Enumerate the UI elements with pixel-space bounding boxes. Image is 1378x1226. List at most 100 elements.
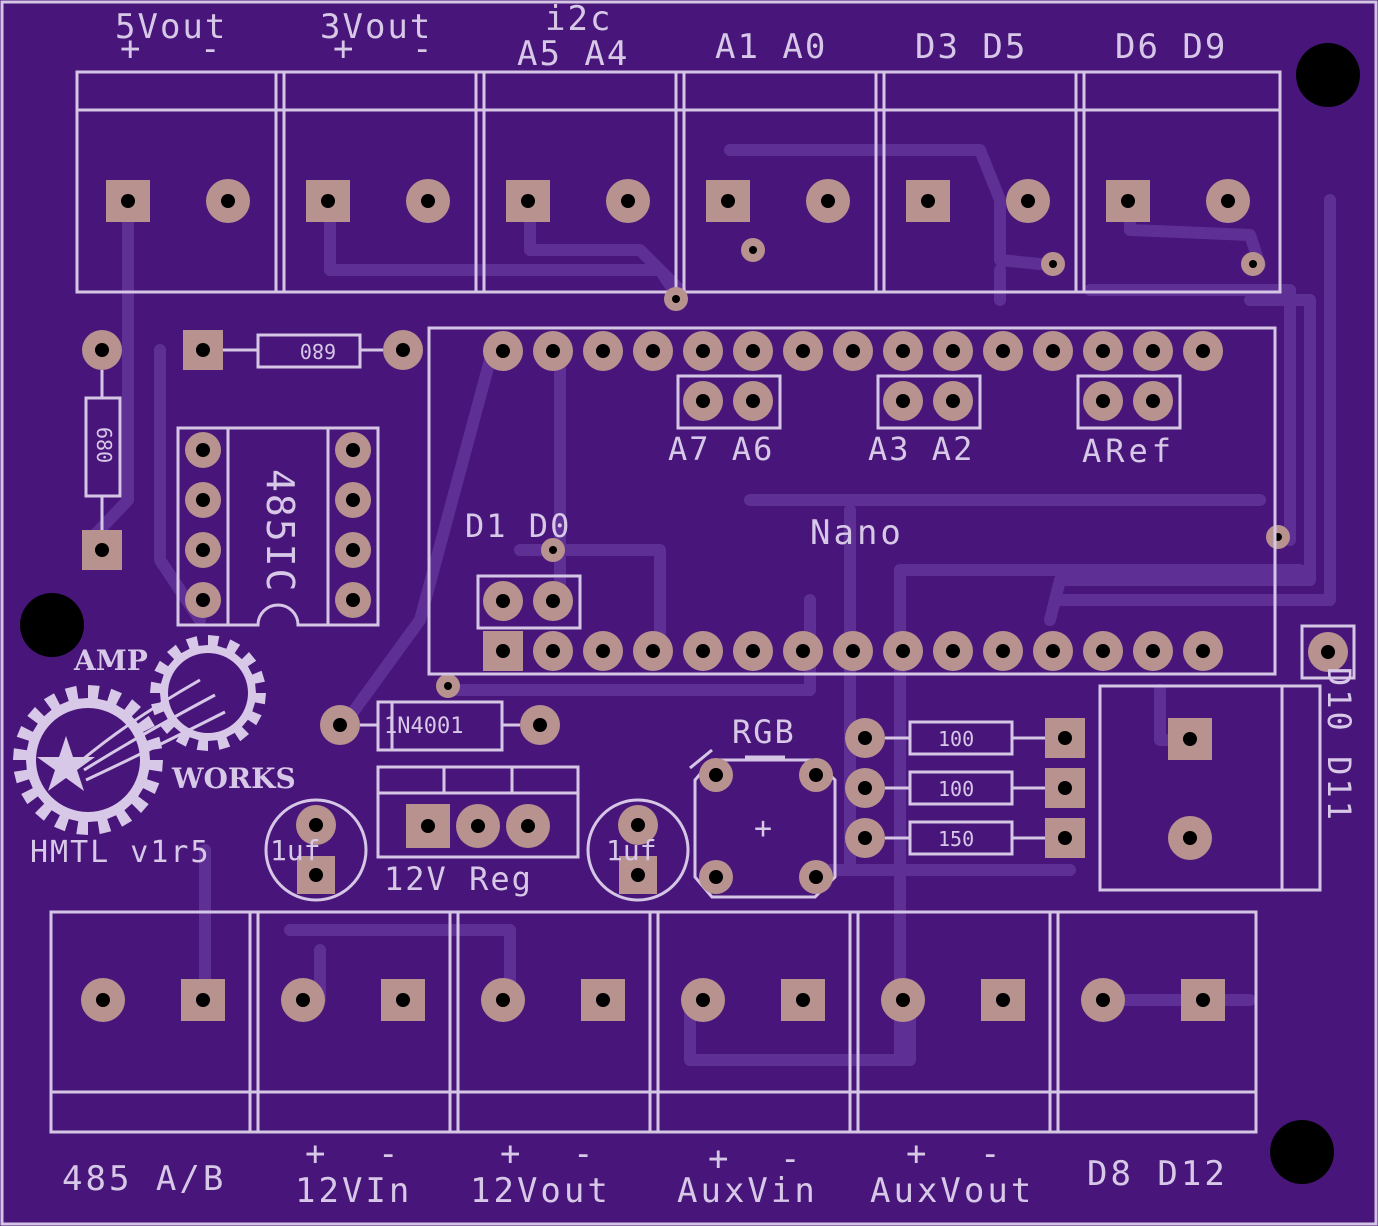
nano-pin-hole xyxy=(596,644,610,658)
label-12vin-plus: + xyxy=(305,1134,328,1174)
nano-pin-hole xyxy=(1146,644,1160,658)
nano-pin-hole xyxy=(746,344,760,358)
nano-pin-hole xyxy=(596,344,610,358)
label-a1-a0: A1 A0 xyxy=(715,27,827,67)
label-3vout-minus: - xyxy=(412,29,434,69)
label-680-h: 680 xyxy=(300,339,336,363)
diode-1n4001: 1N4001 xyxy=(320,700,560,752)
resistor-680-horizontal: 680 xyxy=(183,330,423,370)
label-auxvout-plus: + xyxy=(906,1134,929,1174)
nano-module: A7 A6 A3 A2 ARef Nano D1 D0 xyxy=(427,326,1277,676)
label-d1-d0: D1 D0 xyxy=(465,507,571,545)
label-d3-d5: D3 D5 xyxy=(915,27,1027,67)
label-12vout-plus: + xyxy=(500,1134,523,1174)
mounting-hole xyxy=(20,593,84,657)
nano-pin-hole xyxy=(896,344,910,358)
nano-pin-hole xyxy=(496,644,510,658)
nano-pin-hole xyxy=(1046,344,1060,358)
nano-pin-hole xyxy=(1196,344,1210,358)
vias xyxy=(436,238,1290,698)
nano-pin-hole xyxy=(1046,644,1060,658)
label-auxvin-minus: - xyxy=(780,1139,803,1179)
version-label: HMTL v1r5 xyxy=(30,835,211,870)
nano-pin-hole xyxy=(696,344,710,358)
label-a5-a4: A5 A4 xyxy=(517,34,629,74)
mounting-hole xyxy=(1270,1120,1334,1184)
capacitor-left: 1uf xyxy=(264,798,368,902)
label-rgb-plus: + xyxy=(754,811,772,846)
ampworks-logo: AMP WORKS xyxy=(13,635,296,835)
label-auxvout-minus: - xyxy=(980,1134,1003,1174)
nano-pin-hole xyxy=(796,344,810,358)
nano-pin-hole xyxy=(996,344,1010,358)
label-auxvout: AuxVout xyxy=(870,1171,1034,1211)
resistor-100-b: 100 xyxy=(845,768,1085,808)
label-a3-a2: A3 A2 xyxy=(868,430,974,468)
nano-pin-hole xyxy=(846,344,860,358)
nano-pin-hole xyxy=(646,644,660,658)
resistor-680-vertical: 680 xyxy=(82,330,122,570)
label-12vin: 12VIn xyxy=(295,1171,412,1211)
bottom-labels: 485 A/B + - 12VIn + - 12Vout + - AuxVin … xyxy=(62,1134,1228,1211)
gear-center xyxy=(168,653,248,733)
regulator-12v: 12V Reg xyxy=(376,765,580,898)
nano-pin-hole xyxy=(546,644,560,658)
terminal-d10-d11: D10 D11 xyxy=(1098,624,1358,892)
label-i2c: i2c xyxy=(545,0,612,39)
label-150: 150 xyxy=(938,827,974,851)
label-485ic: 485IC xyxy=(258,469,302,593)
label-a7-a6: A7 A6 xyxy=(668,430,774,468)
label-12v-reg: 12V Reg xyxy=(384,860,533,898)
nano-pin-hole xyxy=(796,644,810,658)
label-3vout-plus: + xyxy=(333,29,355,69)
bottom-terminal-blocks xyxy=(49,910,1258,1134)
top-labels: 5Vout + - 3Vout + - i2c A5 A4 A1 A0 D3 D… xyxy=(115,0,1227,74)
nano-pin-hole xyxy=(496,344,510,358)
label-3vout: 3Vout xyxy=(320,7,432,47)
label-cap-right: 1uf xyxy=(606,834,657,867)
nano-pin-hole xyxy=(746,644,760,658)
label-auxvin: AuxVin xyxy=(677,1171,818,1211)
label-d10-d11: D10 D11 xyxy=(1320,667,1358,823)
label-100-a: 100 xyxy=(938,727,974,751)
resistor-100-a: 100 xyxy=(845,718,1085,758)
nano-pin-hole xyxy=(1096,344,1110,358)
nano-pin-hole xyxy=(896,644,910,658)
ic-485: 485IC xyxy=(176,426,380,627)
logo-amp: AMP xyxy=(73,644,148,677)
label-rgb: RGB xyxy=(732,713,796,751)
nano-pin-hole xyxy=(696,644,710,658)
label-cap-left: 1uf xyxy=(270,834,321,867)
label-5vout: 5Vout xyxy=(115,7,227,47)
nano-pin-hole xyxy=(946,344,960,358)
label-nano: Nano xyxy=(810,513,904,553)
mounting-hole xyxy=(1296,43,1360,107)
label-5vout-minus: - xyxy=(200,29,222,69)
label-100-b: 100 xyxy=(938,777,974,801)
label-d6-d9: D6 D9 xyxy=(1115,27,1227,67)
nano-pin-hole xyxy=(1196,644,1210,658)
label-680-v: 680 xyxy=(92,427,116,463)
star-icon xyxy=(37,736,95,791)
rgb-led: RGB + xyxy=(689,713,837,899)
nano-pin-hole xyxy=(1146,344,1160,358)
label-d8-d12: D8 D12 xyxy=(1087,1154,1228,1194)
label-12vout-minus: - xyxy=(573,1134,596,1174)
nano-pin-hole xyxy=(846,644,860,658)
copper-traces xyxy=(84,144,1336,1066)
logo-works: WORKS xyxy=(171,762,296,795)
resistor-150: 150 xyxy=(845,818,1085,858)
nano-pin-hole xyxy=(1096,644,1110,658)
nano-pin-hole xyxy=(996,644,1010,658)
label-12vin-minus: - xyxy=(378,1134,401,1174)
nano-pin-hole xyxy=(946,644,960,658)
nano-pin-hole xyxy=(546,344,560,358)
top-terminal-blocks xyxy=(75,70,1282,294)
label-485-ab: 485 A/B xyxy=(62,1159,226,1199)
label-1n4001: 1N4001 xyxy=(384,714,463,739)
capacitor-right: 1uf xyxy=(586,798,690,902)
label-5vout-plus: + xyxy=(120,29,142,69)
label-aref: ARef xyxy=(1082,432,1175,470)
